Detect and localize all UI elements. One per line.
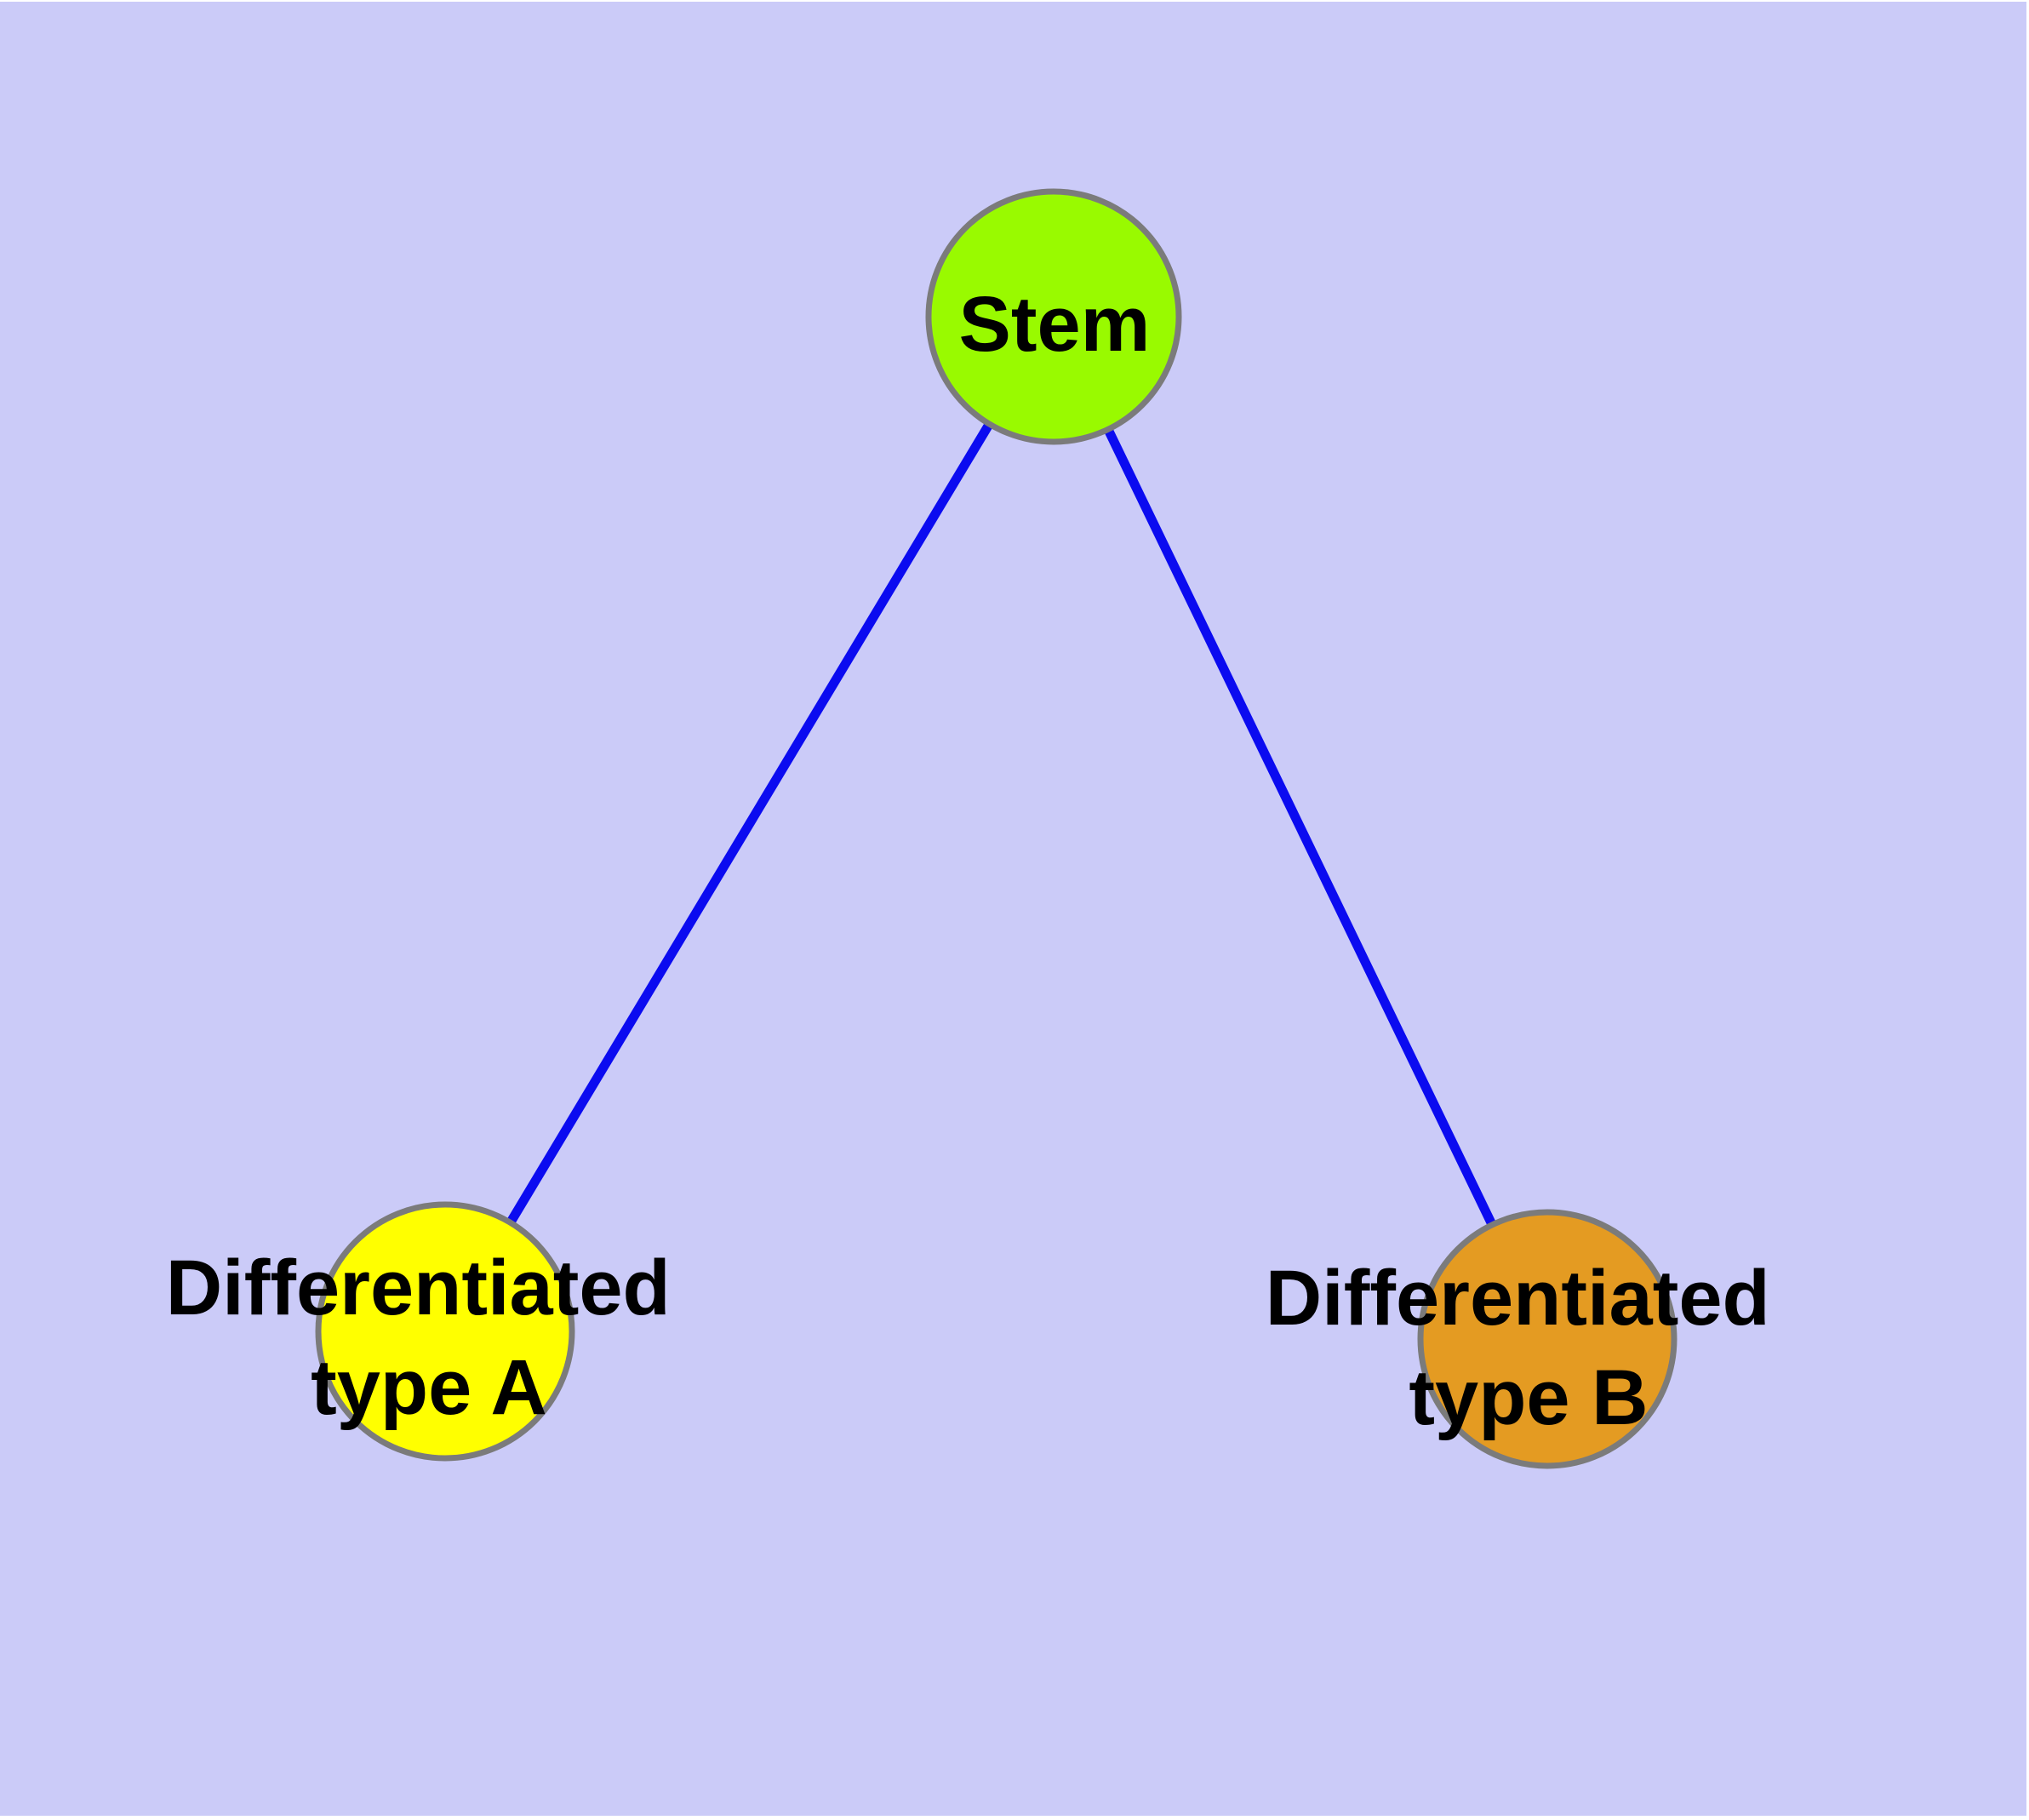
node-stem: [925, 188, 1182, 445]
label-line: Differentiated: [166, 1245, 671, 1331]
label-line: Differentiated: [1266, 1255, 1770, 1342]
node-differentiated-type-a-label: Differentiated type A: [166, 1245, 693, 1431]
node-differentiated-type-a: [315, 1201, 575, 1462]
edge-stem-to-type-a: [441, 314, 1058, 1334]
label-line: type B: [1409, 1354, 1648, 1441]
node-differentiated-type-b: [1417, 1209, 1677, 1469]
node-differentiated-type-b-label: Differentiated type B: [1266, 1255, 1792, 1441]
label-line: type A: [311, 1344, 547, 1431]
edge-stem-to-type-b: [1049, 314, 1552, 1342]
node-stem-label: Stem: [959, 281, 1151, 368]
